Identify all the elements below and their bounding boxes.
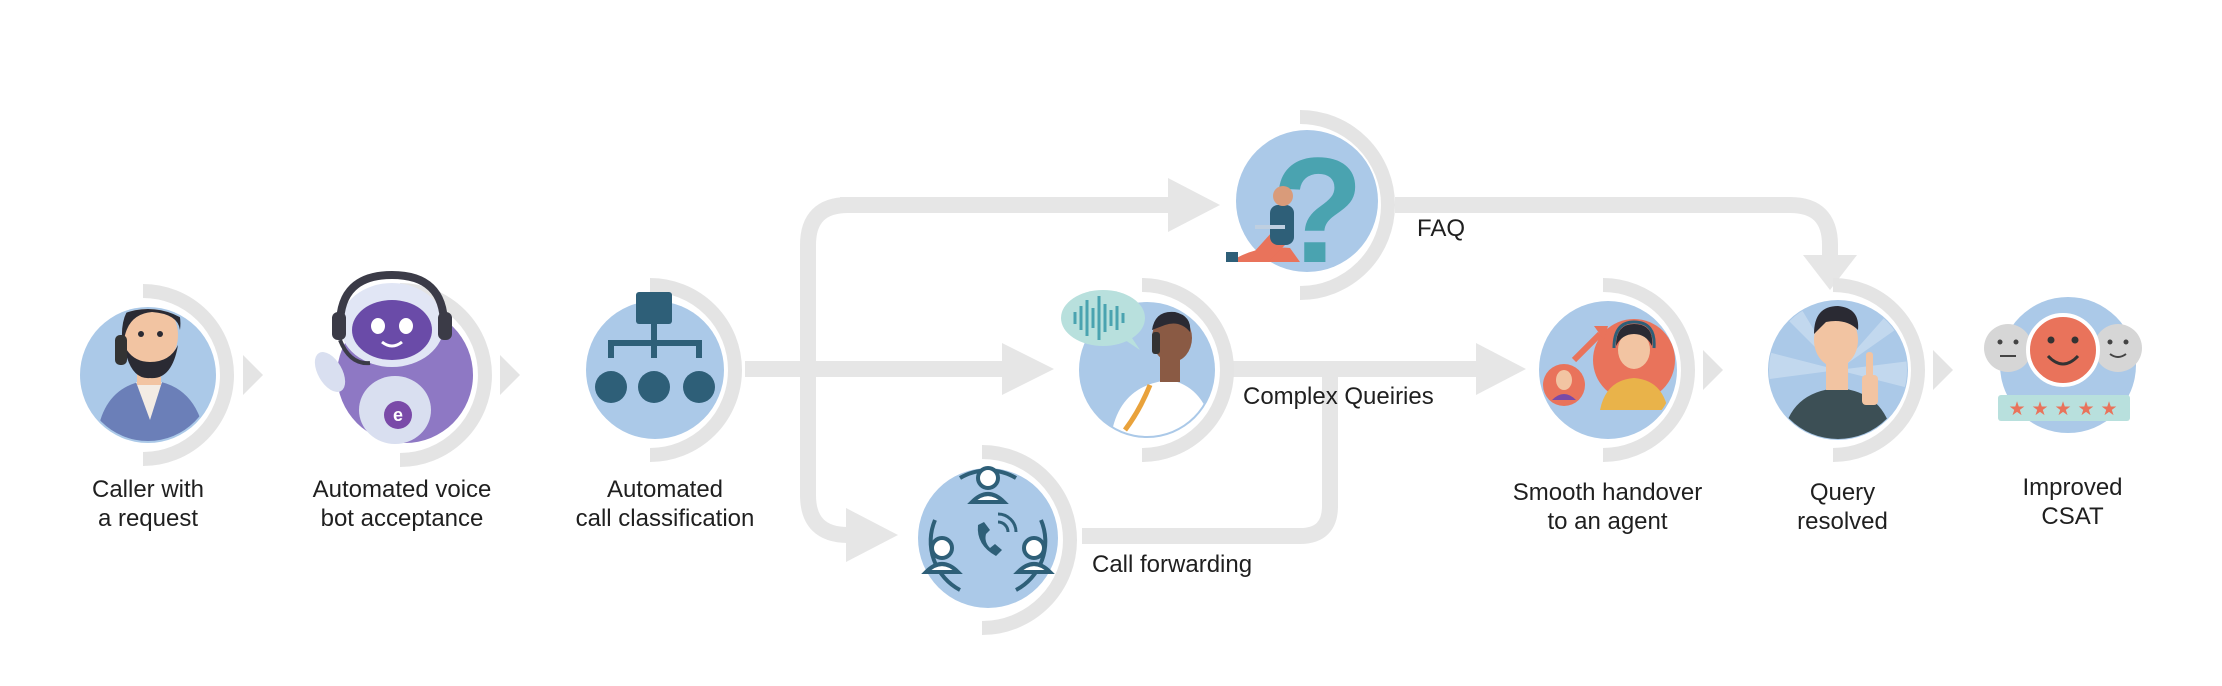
agent-handover-icon: [1543, 319, 1675, 410]
label-caller: Caller with a request: [91, 476, 205, 532]
chevron-handover: [1703, 350, 1723, 390]
ring-forward: [981, 445, 1077, 635]
svg-text:★: ★: [2077, 398, 2094, 420]
svg-text:e: e: [393, 405, 403, 425]
svg-text:★: ★: [2054, 398, 2071, 420]
connector-faq-to-resolved: [1395, 197, 1838, 262]
label-classify: Automated call classification: [575, 476, 755, 532]
satisfaction-rating-icon: ★ ★ ★ ★ ★: [1984, 313, 2142, 421]
arrow-head-forward: [846, 508, 898, 562]
ring-handover: [1602, 278, 1695, 462]
neutral-face-right-icon: [2094, 324, 2142, 372]
ring-classify: [649, 278, 742, 462]
label-complex: Complex Queiries: [1243, 383, 1434, 410]
label-faq: FAQ: [1417, 215, 1466, 242]
happy-face-icon: [2026, 313, 2100, 387]
caller-icon: [96, 309, 206, 441]
svg-text:★: ★: [2031, 398, 2048, 420]
ring-complex: [1141, 278, 1234, 462]
label-csat: Improved CSAT: [2022, 474, 2123, 530]
chevron-bot: [500, 355, 520, 395]
step-resolved: [1768, 278, 1925, 462]
step-caller: [80, 284, 234, 466]
arrow-head-resolved: [1803, 255, 1857, 290]
step-faq: ?: [1226, 110, 1395, 300]
hierarchy-icon: [595, 292, 715, 403]
ring-resolved: [1832, 278, 1925, 462]
label-bot: Automated voice bot acceptance: [312, 476, 492, 532]
step-bot: e: [314, 270, 492, 467]
circle-classify: [586, 301, 724, 439]
label-resolved: Query resolved: [1797, 479, 1888, 535]
arrow-head-handover: [1476, 343, 1526, 395]
step-classify: [586, 278, 742, 462]
svg-text:★: ★: [2008, 398, 2025, 420]
connector-forward-return: [1082, 369, 1338, 544]
chevron-caller: [243, 355, 263, 395]
star-icons: ★ ★ ★ ★ ★: [2008, 398, 2117, 420]
neutral-face-left-icon: [1984, 324, 2032, 372]
step-handover: [1539, 278, 1695, 462]
connector-split: [800, 197, 858, 543]
svg-text:★: ★: [2100, 398, 2117, 420]
chevron-resolved: [1933, 350, 1953, 390]
step-forward: [918, 445, 1077, 635]
step-complex: [1061, 278, 1234, 462]
label-forward: Call forwarding: [1092, 551, 1253, 578]
star-rating-bar: [1998, 395, 2130, 421]
ring-caller: [142, 284, 234, 466]
arrow-head-complex: [1002, 343, 1054, 395]
label-handover: Smooth handover to an agent: [1512, 479, 1703, 535]
call-forwarding-icon: [921, 466, 1055, 592]
step-csat: ★ ★ ★ ★ ★: [1984, 297, 2142, 433]
voice-bot-icon: e: [314, 270, 452, 444]
arrow-head-faq: [1168, 178, 1220, 232]
faq-question-icon: ?: [1226, 126, 1364, 294]
voice-wave-icon: [1061, 290, 1145, 350]
connectors: [243, 178, 1953, 562]
ring-faq: [1299, 110, 1395, 300]
